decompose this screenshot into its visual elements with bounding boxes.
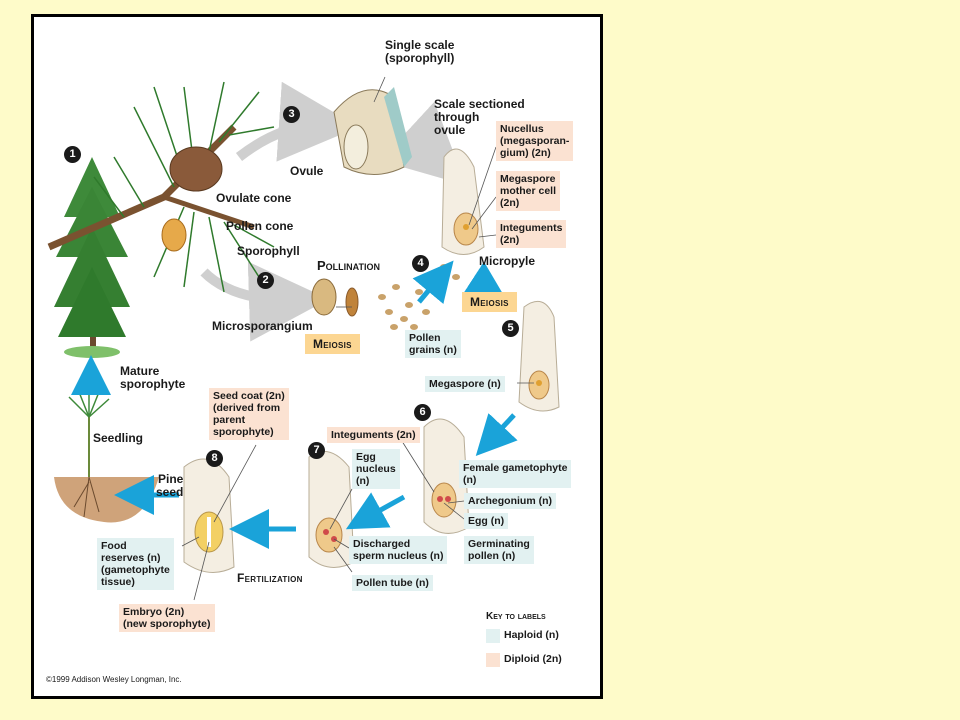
female-gametophyte-box: Female gametophyte (n) <box>459 460 572 488</box>
ovule-section-5 <box>518 300 560 412</box>
arrow-to-meiosis <box>462 261 507 301</box>
embryo-box: Embryo (2n) (new sporophyte) <box>119 604 215 632</box>
mature-sporophyte-tree <box>54 157 130 358</box>
step-7-marker: 7 <box>308 442 325 459</box>
pollen-cone-label: Pollen cone <box>226 219 294 233</box>
scale-sectioned-label: Scale sectioned through ovule <box>434 97 525 137</box>
diploid-swatch <box>486 653 500 667</box>
egg-nucleus-box: Egg nucleus (n) <box>352 449 400 489</box>
single-scale-drawing <box>333 87 412 175</box>
ovulate-cone-label: Ovulate cone <box>216 191 292 205</box>
single-scale-label: Single scale (sporophyll) <box>385 38 455 65</box>
pollen-tube-box: Pollen tube (n) <box>352 575 433 591</box>
step-2-marker: 2 <box>257 272 274 289</box>
meiosis-header-1: Meiosis <box>305 334 360 354</box>
diploid-key-label: Diploid (2n) <box>504 653 562 665</box>
integuments-mid-box: Integuments (2n) <box>327 427 420 443</box>
nucellus-box: Nucellus (megasporan- gium) (2n) <box>496 121 574 161</box>
sporophyll-label: Sporophyll <box>237 244 300 258</box>
integuments-top-box: Integuments (2n) <box>496 220 567 248</box>
ovule-section-6 <box>423 418 470 534</box>
seedling-label: Seedling <box>93 431 144 445</box>
megaspore-box: Megaspore (n) <box>425 376 505 392</box>
microsporangium-label: Microsporangium <box>212 319 313 333</box>
arrow-to-pollination <box>200 261 329 342</box>
key-title: Key to labels <box>486 611 546 622</box>
ovule-section-7 <box>308 450 355 568</box>
germinating-pollen-box: Germinating pollen (n) <box>464 536 534 564</box>
discharged-sperm-box: Discharged sperm nucleus (n) <box>349 536 448 564</box>
diagram-frame: 1 2 3 4 5 6 7 8 Single scale (sporophyll… <box>31 14 603 699</box>
pine-seed-drawing <box>183 458 235 573</box>
meiosis-header-2: Meiosis <box>462 292 517 312</box>
arrow-6-to-7 <box>345 492 406 530</box>
step-3-marker: 3 <box>283 106 300 123</box>
ovule-section-top <box>441 148 485 255</box>
ovule-label: Ovule <box>290 164 324 178</box>
step-8-marker: 8 <box>206 450 223 467</box>
haploid-swatch <box>486 629 500 643</box>
pollination-label: Pollination <box>317 258 380 273</box>
arrow-pollen-to-ovule <box>412 260 454 305</box>
pollen-grains-drawing <box>378 264 460 330</box>
arrow-to-scale <box>235 81 359 162</box>
pine-branch <box>47 81 275 293</box>
pine-seed-label: Pine seed <box>156 472 184 499</box>
egg-box: Egg (n) <box>464 513 509 529</box>
arrow-5-to-6 <box>475 413 518 456</box>
seedling-drawing <box>54 389 159 523</box>
food-reserves-box: Food reserves (n) (gametophyte tissue) <box>97 538 174 590</box>
micropyle-label: Micropyle <box>479 254 536 268</box>
copyright-text: ©1999 Addison Wesley Longman, Inc. <box>46 675 182 684</box>
step-4-marker: 4 <box>412 255 429 272</box>
step-6-marker: 6 <box>414 404 431 421</box>
seed-coat-box: Seed coat (2n) (derived from parent spor… <box>209 388 289 440</box>
pollen-sporophyll-drawing <box>311 278 359 317</box>
pollen-grains-box: Pollen grains (n) <box>405 330 461 358</box>
archegonium-box: Archegonium (n) <box>464 493 556 509</box>
step-5-marker: 5 <box>502 320 519 337</box>
diagram-art <box>47 76 560 601</box>
haploid-key-label: Haploid (n) <box>504 629 559 641</box>
mature-sporophyte-label: Mature sporophyte <box>120 364 186 391</box>
megaspore-mother-cell-box: Megaspore mother cell (2n) <box>496 171 561 211</box>
step-1-marker: 1 <box>64 146 81 163</box>
fertilization-header: Fertilization <box>237 571 303 585</box>
